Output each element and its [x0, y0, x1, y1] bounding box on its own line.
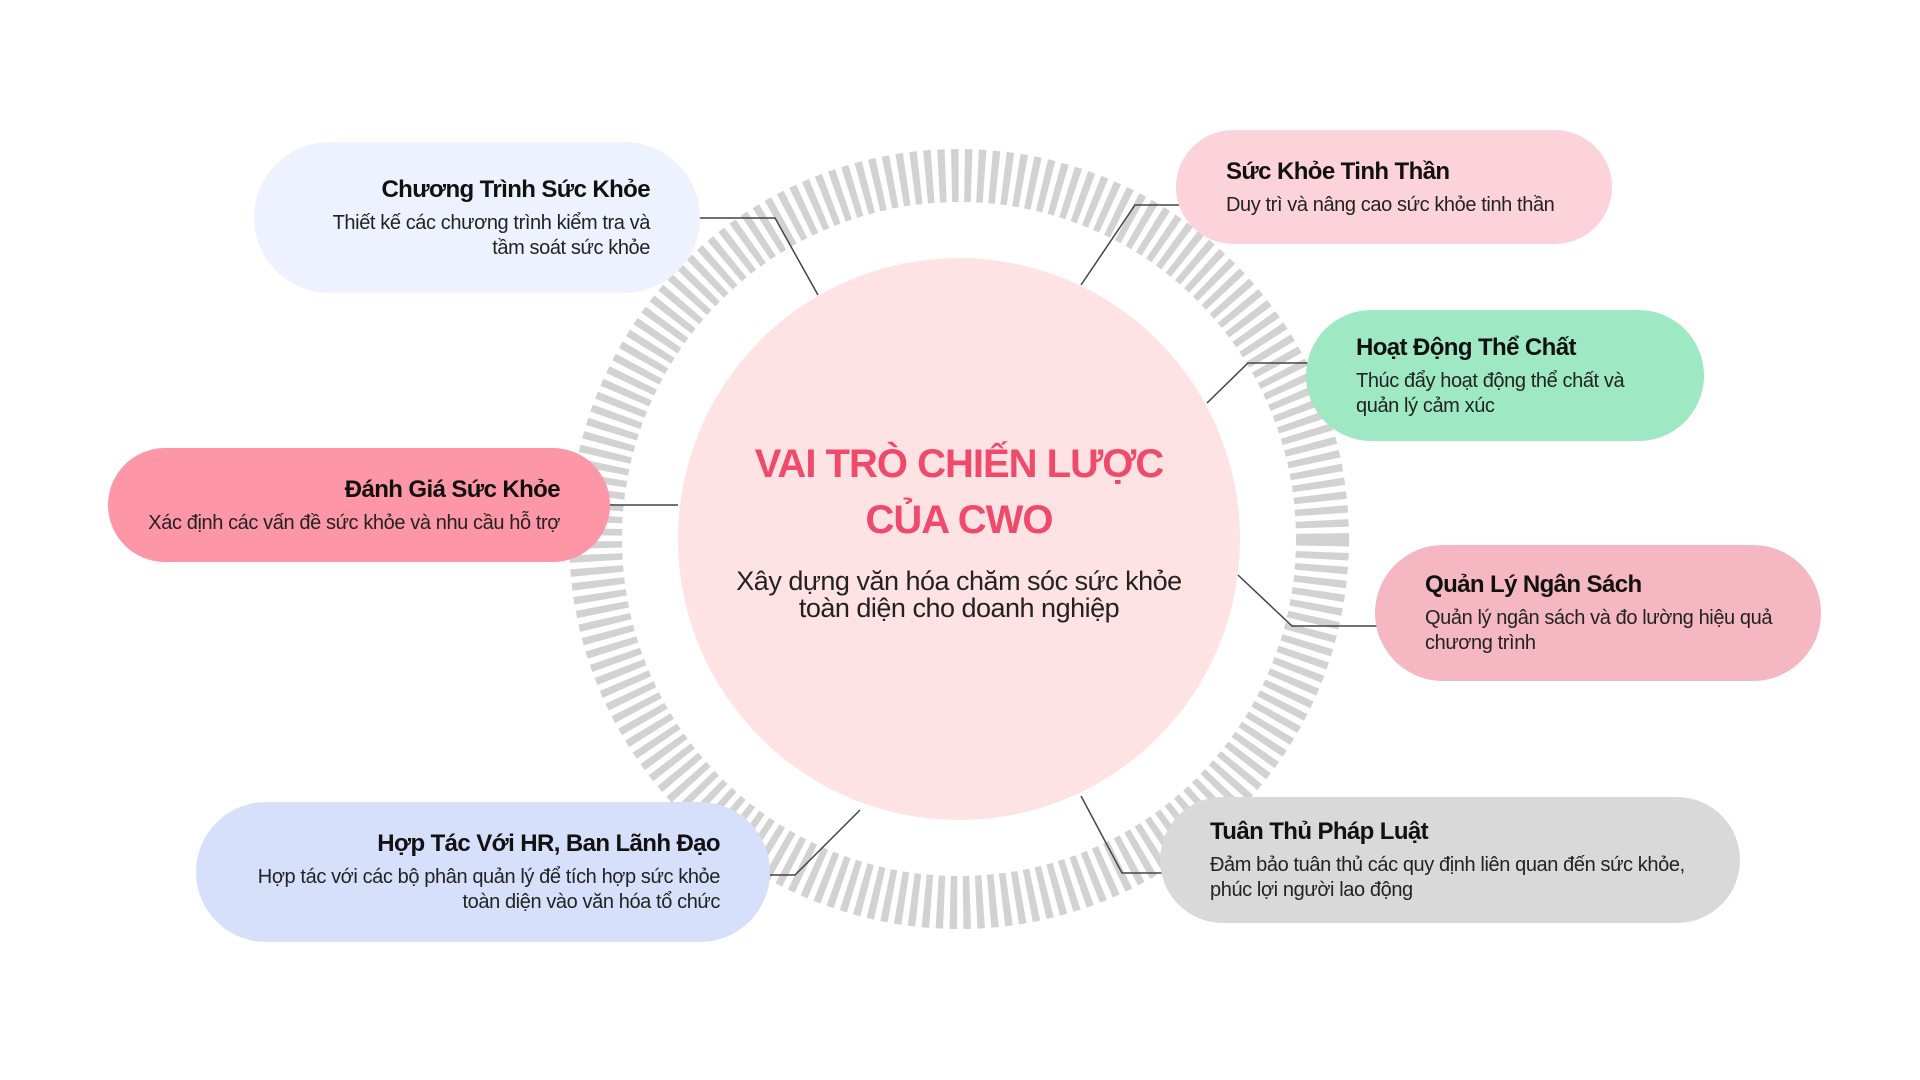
connector-tinh-than — [1080, 204, 1182, 286]
node-hop-tac-hr: Hợp Tác Với HR, Ban Lãnh Đạo Hợp tác với… — [196, 802, 770, 942]
connector-hop-tac — [770, 809, 861, 876]
node-description: Đảm bảo tuân thủ các quy định liên quan … — [1210, 854, 1685, 901]
node-title: Hợp Tác Với HR, Ban Lãnh Đạo — [377, 830, 720, 857]
node-tuan-thu-phap-luat: Tuân Thủ Pháp Luật Đảm bảo tuân thủ các … — [1160, 797, 1740, 923]
center-title: VAI TRÒ CHIẾN LƯỢC CỦA CWO — [754, 442, 1165, 542]
node-danh-gia-suc-khoe: Đánh Giá Sức Khỏe Xác định các vấn đề sứ… — [108, 448, 610, 562]
center-circle: VAI TRÒ CHIẾN LƯỢC CỦA CWO Xây dựng văn … — [678, 258, 1240, 820]
node-chuong-trinh-suc-khoe: Chương Trình Sức Khỏe Thiết kế các chươn… — [254, 142, 700, 293]
node-description: Hợp tác với các bộ phân quản lý để tích … — [257, 866, 721, 913]
node-hoat-dong-the-chat: Hoạt Động Thể Chất Thúc đẩy hoạt động th… — [1306, 310, 1704, 441]
connector-chuong-trinh — [684, 217, 819, 296]
node-title: Chương Trình Sức Khỏe — [381, 175, 650, 203]
node-title: Hoạt Động Thể Chất — [1356, 333, 1576, 361]
node-description: Thúc đẩy hoạt động thể chất và quản lý c… — [1356, 369, 1625, 417]
connector-the-chat — [1206, 362, 1320, 404]
node-title: Đánh Giá Sức Khỏe — [344, 475, 561, 503]
node-description: Xác định các vấn đề sức khỏe và nhu cầu … — [148, 511, 560, 534]
node-description: Quản lý ngân sách và đo lường hiệu quả c… — [1425, 607, 1773, 654]
node-description: Thiết kế các chương trình kiểm tra và tầ… — [332, 211, 651, 259]
node-suc-khoe-tinh-than: Sức Khỏe Tinh Thần Duy trì và nâng cao s… — [1176, 130, 1612, 244]
node-title: Sức Khỏe Tinh Thần — [1226, 157, 1450, 185]
connector-ngan-sach — [1237, 574, 1380, 627]
node-quan-ly-ngan-sach: Quản Lý Ngân Sách Quản lý ngân sách và đ… — [1375, 545, 1821, 681]
center-subtitle: Xây dựng văn hóa chăm sóc sức khỏe toàn … — [736, 566, 1182, 623]
node-title: Tuân Thủ Pháp Luật — [1210, 818, 1429, 845]
node-title: Quản Lý Ngân Sách — [1425, 571, 1642, 598]
node-description: Duy trì và nâng cao sức khỏe tinh thần — [1226, 193, 1555, 216]
connector-phap-luat — [1080, 795, 1165, 874]
